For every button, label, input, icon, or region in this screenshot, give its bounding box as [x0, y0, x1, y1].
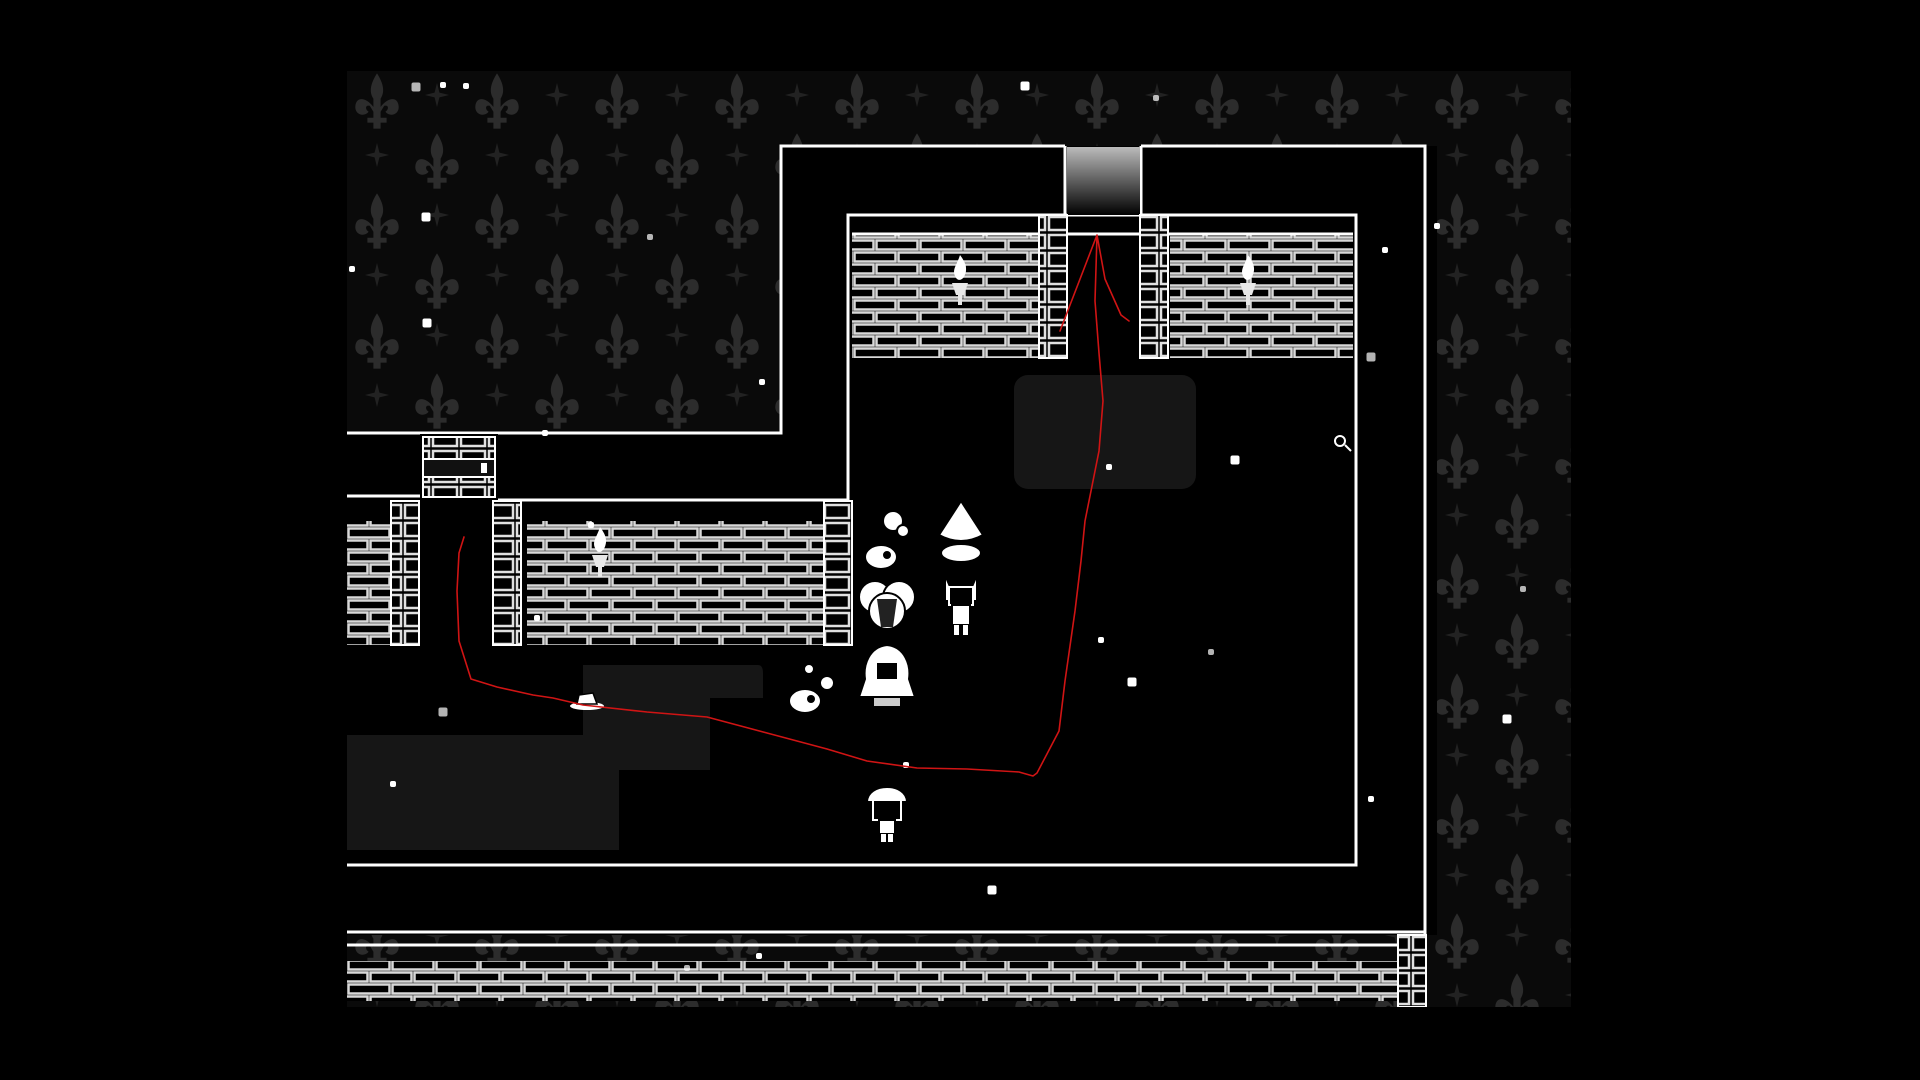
floor-shadows — [347, 375, 1196, 850]
slime-blob-sprite[interactable] — [882, 510, 910, 538]
sparkle — [1434, 223, 1440, 229]
sparkle — [1502, 714, 1512, 724]
party — [788, 499, 985, 842]
sparkle — [349, 266, 355, 272]
sparkle — [1382, 247, 1388, 253]
locked-door-icon[interactable] — [420, 434, 498, 500]
route-annotation-path — [456, 234, 1130, 777]
sparkle — [440, 82, 446, 88]
sparkle — [1520, 586, 1526, 592]
pointed-hat-creature-sprite[interactable] — [937, 499, 985, 563]
game-scene — [347, 71, 1571, 1007]
sparkle — [684, 965, 690, 971]
sparkle — [1020, 81, 1030, 91]
sparkle — [1127, 677, 1137, 687]
sparkle — [534, 615, 540, 621]
sparkle — [1153, 95, 1159, 101]
sparkle — [421, 212, 431, 222]
north-exit-doorway[interactable] — [1067, 147, 1140, 215]
sparkle — [438, 707, 448, 717]
sparkle — [463, 83, 469, 89]
sparkle — [647, 234, 653, 240]
sparkle-icon — [349, 81, 1526, 971]
sparkle — [759, 379, 765, 385]
sparkle — [411, 82, 421, 92]
sparkle — [588, 522, 594, 528]
slime-blob-sprite[interactable] — [864, 544, 898, 570]
sparkle — [1366, 352, 1376, 362]
sparkle — [422, 318, 432, 328]
sparkle — [542, 430, 548, 436]
hooded-figure-sprite[interactable] — [857, 643, 917, 708]
slime-blob-sprite[interactable] — [788, 663, 835, 714]
wall-torch-icon — [592, 255, 1256, 577]
sparkle — [756, 953, 762, 959]
small-key-icon[interactable] — [1334, 435, 1352, 452]
sparkle — [1368, 796, 1374, 802]
sparkle — [1208, 649, 1214, 655]
cat-eared-child-sprite[interactable] — [944, 574, 978, 635]
boy-with-hat-sprite[interactable] — [865, 786, 909, 842]
sparkle — [1098, 637, 1104, 643]
pillars — [390, 214, 1427, 1007]
sparkle — [390, 781, 396, 787]
brick-walls — [347, 232, 1425, 1001]
sparkle — [1230, 455, 1240, 465]
shrub-creature-sprite[interactable] — [858, 580, 916, 630]
sparkle — [987, 885, 997, 895]
game-viewport[interactable] — [347, 71, 1571, 1007]
sparkle — [1106, 464, 1112, 470]
